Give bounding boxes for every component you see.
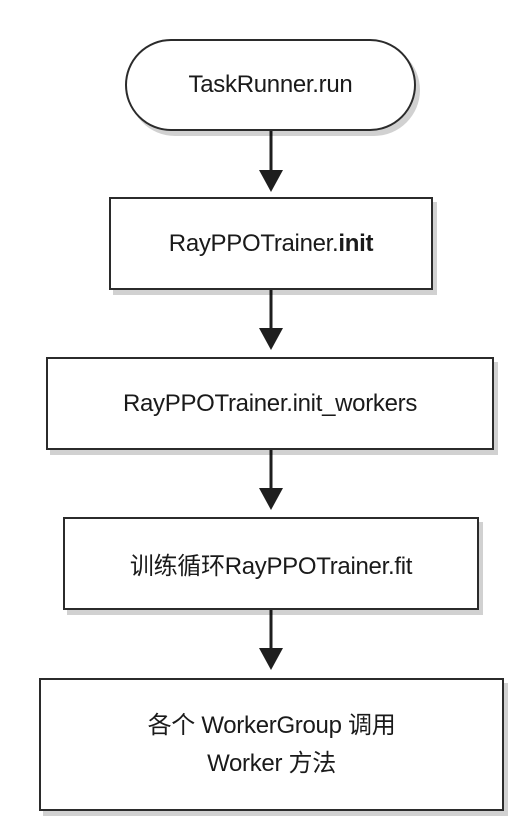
arrowhead-icon — [259, 648, 283, 670]
node-label: RayPPOTrainer.init — [168, 229, 374, 258]
node-workergroup-call: 各个 WorkerGroup 调用 Worker 方法 — [39, 678, 504, 811]
arrowhead-icon — [259, 328, 283, 350]
arrowhead-icon — [259, 170, 283, 192]
node-label: 各个 WorkerGroup 调用 Worker 方法 — [148, 707, 396, 783]
node-label: 训练循环RayPPOTrainer.fit — [129, 553, 413, 580]
node-label: TaskRunner.run — [188, 71, 353, 98]
node-rayppotrainer-init-workers: RayPPOTrainer.init_workers — [46, 357, 494, 450]
node-training-loop-fit: 训练循环RayPPOTrainer.fit — [63, 517, 479, 610]
node-label-line2: Worker 方法 — [207, 749, 336, 777]
node-label: RayPPOTrainer.init_workers — [122, 389, 418, 417]
node-label-line1: 各个 WorkerGroup 调用 — [147, 711, 396, 739]
node-label-bold: init — [338, 229, 374, 257]
node-rayppotrainer-init: RayPPOTrainer.init — [109, 197, 433, 290]
node-label-prefix: RayPPOTrainer. — [168, 229, 339, 257]
node-taskrunner-run: TaskRunner.run — [125, 39, 416, 131]
arrowhead-icon — [259, 488, 283, 510]
